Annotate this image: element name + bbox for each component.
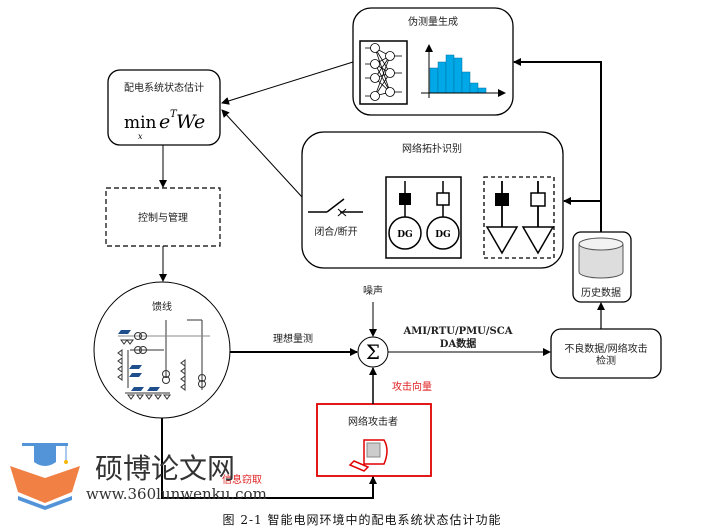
sigma-icon: Σ (366, 340, 380, 364)
detection-box: 不良数据/网络攻击 检测 (550, 328, 662, 379)
detection-line1: 不良数据/网络攻击 (564, 342, 647, 355)
dg-generator-icon (426, 216, 460, 250)
database-icon (578, 237, 624, 279)
connectors (159, 58, 605, 499)
state-estimation-box: 配电系统状态估计 min x e T We (107, 69, 221, 146)
histogram-bar (453, 57, 463, 94)
load-box (483, 176, 555, 259)
formula-e: e (159, 111, 170, 133)
load-icon (521, 226, 555, 255)
summation-node: Σ (357, 336, 389, 368)
noise-label: 噪声 (363, 284, 383, 297)
dg-label: DG (397, 230, 413, 240)
dg-box: DG DG (385, 176, 462, 259)
formula-subscript: x (138, 132, 143, 141)
ideal-measurement-label: 理想量测 (273, 332, 313, 345)
attacker-title: 网络攻击者 (348, 415, 398, 428)
load-icon (485, 226, 519, 255)
formula-transpose: T (170, 109, 178, 120)
figure-caption: 图 2-1 智能电网环境中的配电系统状态估计功能 (223, 512, 502, 527)
watermark-logo (10, 443, 80, 510)
attacker-box: 网络攻击者 (316, 403, 432, 477)
topology-identification-box: 网络拓扑识别 闭合/断开 DG DG (301, 131, 564, 269)
formula-min: min (124, 113, 157, 133)
histogram-bar (437, 61, 447, 94)
switch-icon (308, 198, 363, 217)
watermark-url: www.360lunwenku.com (86, 485, 267, 503)
detection-line2: 检测 (596, 354, 616, 367)
arrow-topology-to-estimation (221, 109, 303, 198)
info-theft-label: 信息窃取 (222, 473, 262, 486)
histogram-bar (461, 71, 471, 94)
objective-formula: min x e T We (124, 109, 205, 141)
data-source-label-line2: DA数据 (440, 337, 476, 350)
breaker-open-icon (530, 192, 546, 207)
dg-generator-icon (388, 216, 422, 250)
pseudo-measurement-box: 伪测量生成 (352, 7, 514, 116)
computer-icon (348, 439, 388, 472)
breaker-open-icon (436, 192, 450, 206)
attack-vector-label: 攻击向量 (392, 380, 432, 393)
control-management-title: 控制与管理 (138, 211, 188, 224)
histogram-bar (477, 87, 487, 94)
histogram-bar (429, 67, 439, 94)
neural-network-icon (359, 40, 408, 105)
feeder-network-icon (117, 319, 210, 400)
state-estimation-title: 配电系统状态估计 (124, 81, 204, 94)
histogram-bar (445, 54, 455, 94)
feeder-title: 馈线 (152, 300, 172, 313)
formula-We: We (176, 111, 205, 133)
histogram-bar (469, 82, 479, 94)
history-title: 历史数据 (581, 286, 621, 299)
control-management-box: 控制与管理 (105, 187, 221, 247)
watermark-name: 硕博论文网 (95, 452, 235, 485)
pseudo-measurement-title: 伪测量生成 (408, 15, 458, 28)
arrow-pseudo-to-estimation (221, 61, 354, 105)
topology-title: 网络拓扑识别 (402, 142, 462, 155)
solar-panel-icon (118, 330, 160, 391)
arrow-feeder-to-attacker (161, 418, 377, 499)
switch-label: 闭合/断开 (314, 225, 357, 238)
breaker-closed-icon (399, 193, 411, 205)
histogram-icon (421, 44, 506, 98)
data-source-label-line1: AMI/RTU/PMU/SCA (402, 326, 512, 337)
feeder-circle: 馈线 (93, 281, 231, 419)
breaker-closed-icon (495, 193, 509, 206)
dg-label: DG (435, 230, 451, 240)
history-data-box: 历史数据 (572, 231, 632, 303)
arrow-history-to-pseudo (513, 58, 602, 232)
